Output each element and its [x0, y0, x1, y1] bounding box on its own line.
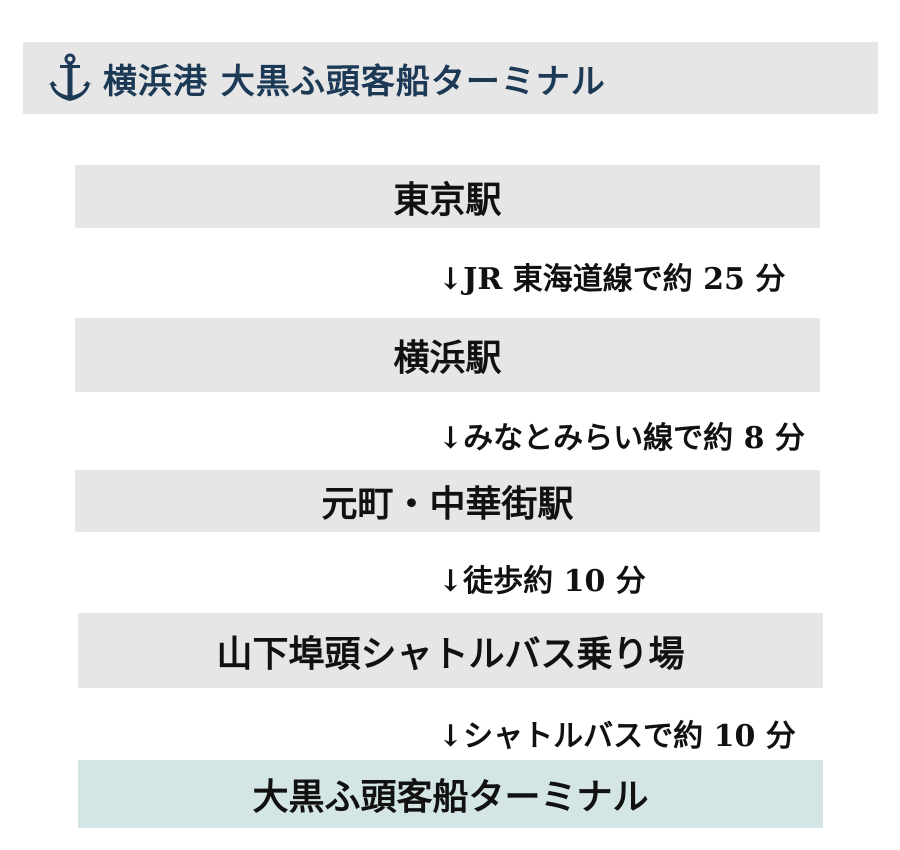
- route-step-1: ↓JR 東海道線で約 25 分: [438, 262, 786, 297]
- page-title: 横浜港 大黒ふ頭客船ターミナル: [103, 61, 606, 102]
- station-shuttle-bus-stop: 山下埠頭シャトルバス乗り場: [78, 613, 823, 688]
- station-yokohama: 横浜駅: [75, 318, 820, 392]
- anchor-icon: [47, 53, 93, 101]
- station-tokyo: 東京駅: [75, 165, 820, 228]
- route-step-3: ↓徒歩約 10 分: [438, 564, 646, 599]
- station-motomachi-chukagai: 元町・中華街駅: [75, 470, 820, 532]
- route-step-2: ↓みなとみらい線で約 8 分: [438, 421, 805, 456]
- station-daikoku-terminal: 大黒ふ頭客船ターミナル: [78, 760, 823, 828]
- page-header: 横浜港 大黒ふ頭客船ターミナル: [23, 42, 878, 114]
- route-step-4: ↓シャトルバスで約 10 分: [438, 719, 796, 754]
